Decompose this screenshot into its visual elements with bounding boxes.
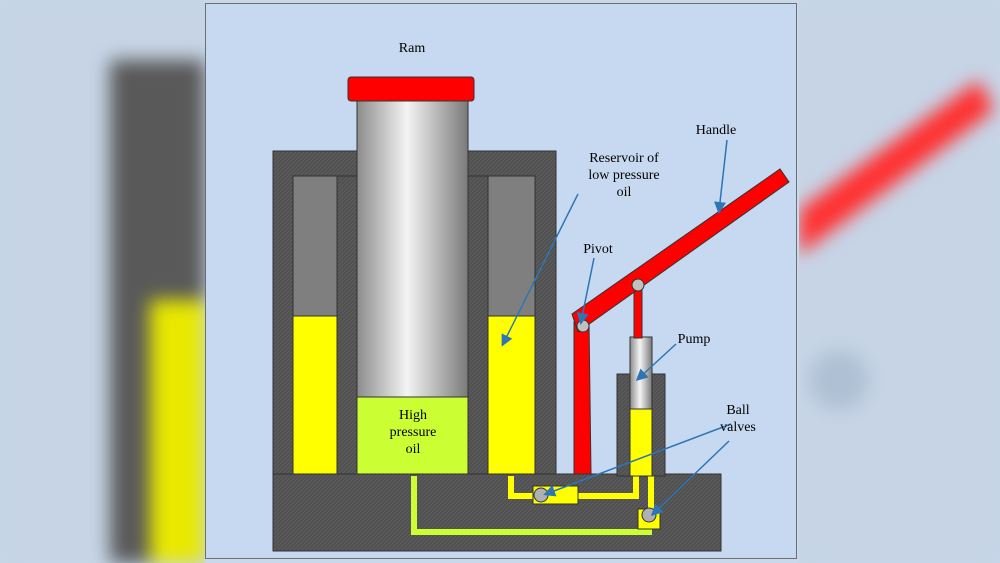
pump-pin (631, 278, 645, 292)
cylinder-wall-right (467, 175, 489, 477)
ball-valve-1 (533, 487, 549, 503)
reservoir-arrow (501, 193, 579, 347)
valve-arrow-2 (650, 440, 730, 517)
high-pressure-oil (356, 396, 469, 477)
high-pressure-oil-label: High pressure oil (389, 408, 437, 457)
valve-arrow-1 (543, 423, 732, 497)
pivot-pin (576, 319, 590, 333)
pump-label: Pump (677, 332, 711, 347)
ram-label: Ram (398, 41, 426, 56)
pump-piston (629, 336, 653, 410)
ram-cap (347, 76, 475, 102)
handle-label: Handle (695, 123, 737, 138)
handle-arrow (714, 139, 728, 214)
handle-bar (571, 168, 790, 333)
ram-cylinder (356, 98, 469, 398)
ball-valves-label: Ball valves (720, 403, 756, 435)
reservoir-label: Reservoir of low pressure oil (588, 151, 660, 200)
pump-oil (629, 407, 653, 477)
pivot-arrow (576, 257, 595, 325)
handle-link (573, 321, 592, 475)
right-blurred-backdrop (799, 0, 1000, 563)
left-blurred-backdrop (0, 0, 205, 563)
hydraulic-jack-diagram (272, 76, 790, 552)
pivot-label: Pivot (583, 242, 613, 257)
ball-valve-2 (641, 507, 657, 523)
pump-arrow (635, 343, 677, 382)
cylinder-wall-left (336, 175, 358, 477)
pump-rod (633, 285, 643, 339)
left-reservoir-oil (292, 315, 338, 477)
right-reservoir-oil (487, 315, 536, 477)
diagram-frame: Ram Handle Reservoir of low pressure oil… (205, 3, 797, 559)
